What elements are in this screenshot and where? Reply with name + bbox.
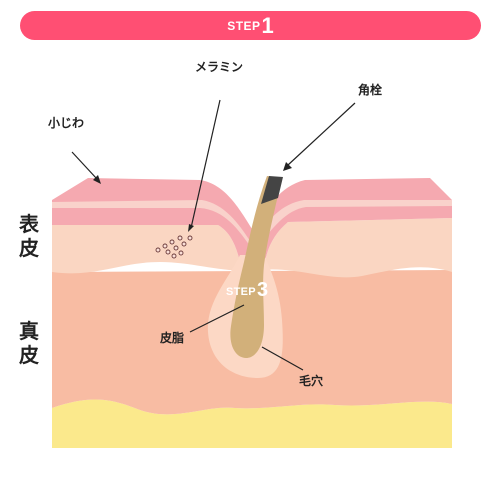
- step3-number: 3: [256, 279, 269, 301]
- melanin-dots: [155, 235, 193, 259]
- epidermis-label: 表 皮: [17, 212, 41, 260]
- fat-layer: [52, 399, 452, 448]
- hair-shaft: [230, 176, 282, 358]
- epidermis-char-1: 表: [19, 212, 39, 236]
- pore-plug-label: 角栓: [358, 83, 383, 97]
- skin-band: [52, 200, 452, 252]
- melanin-arrowhead: [188, 224, 194, 232]
- epidermis-char-2: 皮: [19, 236, 39, 260]
- hair-pore-label: 毛穴: [299, 374, 324, 388]
- dermis-char-2: 皮: [19, 343, 39, 367]
- dermis-char-1: 真: [19, 319, 39, 343]
- melanin-leader: [190, 99, 221, 229]
- pore-plug-arrowhead: [283, 162, 292, 171]
- dermis-label: 真 皮: [17, 319, 41, 367]
- skin-surface: [52, 178, 452, 262]
- wrinkle-leader: [71, 151, 98, 180]
- fine-wrinkles-label: 小じわ: [48, 116, 85, 130]
- step-banner-number: 1: [261, 12, 274, 38]
- sebum-leader: [189, 304, 245, 333]
- wrinkle-arrowhead: [93, 175, 101, 184]
- hair-pore-leader: [261, 346, 304, 371]
- step3-marker: STEP 3: [226, 280, 268, 300]
- epidermis-lower: [52, 218, 452, 278]
- pore-plug-leader: [287, 102, 356, 166]
- step-banner: STEP 1: [20, 11, 481, 40]
- step3-word: STEP: [226, 286, 256, 298]
- pore-plug-mark: [261, 176, 283, 204]
- melanin-label: メラミン: [195, 60, 244, 74]
- step-banner-word: STEP: [227, 18, 261, 33]
- sebum-label: 皮脂: [160, 331, 185, 345]
